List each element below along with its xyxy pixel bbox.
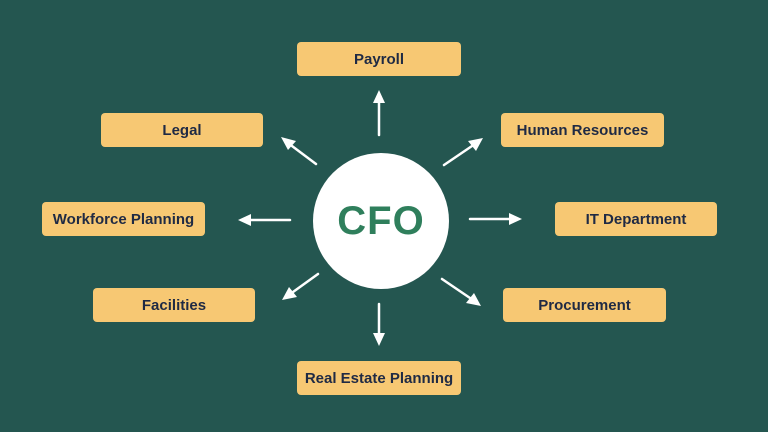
node-it-department: IT Department: [555, 202, 717, 236]
node-payroll: Payroll: [297, 42, 461, 76]
arrow-to-facilities: [282, 272, 320, 300]
arrow-to-workforce-planning: [238, 214, 292, 226]
node-real-estate-planning: Real Estate Planning: [297, 361, 461, 395]
node-legal: Legal: [101, 113, 263, 147]
arrow-to-real-estate-planning: [373, 302, 385, 346]
arrow-to-human-resources: [442, 138, 483, 167]
node-facilities: Facilities: [93, 288, 255, 322]
arrow-to-procurement: [440, 277, 481, 306]
cfo-circle: CFO: [313, 153, 449, 289]
arrow-to-it-department: [468, 213, 522, 225]
node-human-resources: Human Resources: [501, 113, 664, 147]
arrow-to-payroll: [373, 90, 385, 137]
node-workforce-planning: Workforce Planning: [42, 202, 205, 236]
arrow-to-legal: [281, 137, 318, 166]
node-procurement: Procurement: [503, 288, 666, 322]
